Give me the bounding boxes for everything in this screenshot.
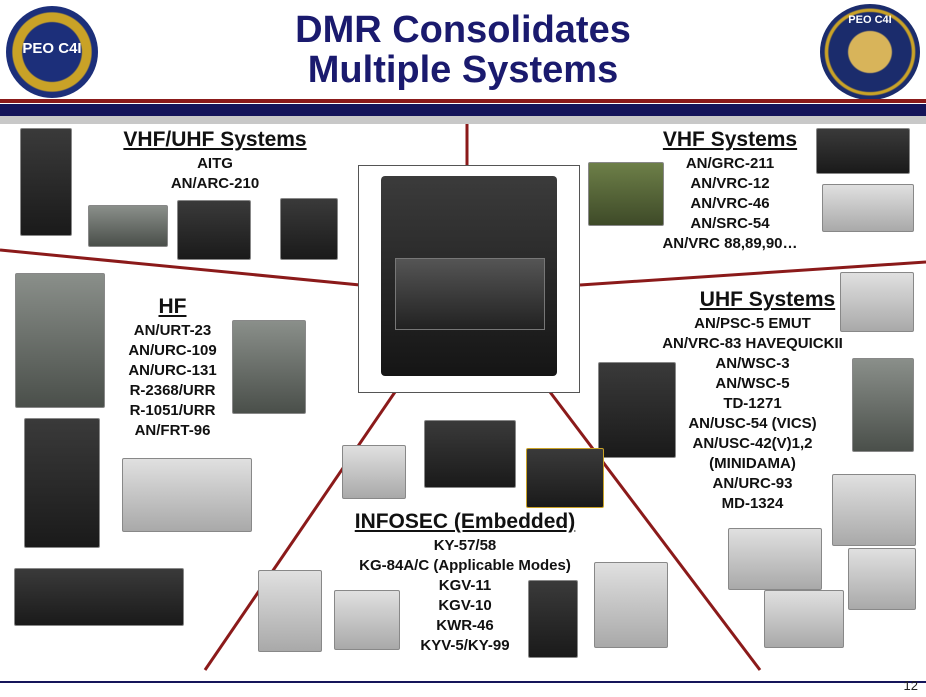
infosec-photo-keyer <box>528 580 578 658</box>
vhf-section: VHF Systems AN/GRC-211 AN/VRC-12 AN/VRC-… <box>640 128 820 254</box>
list-item: KWR-46 <box>436 617 494 634</box>
vhf-uhf-photo-panel <box>177 200 251 260</box>
vhf-uhf-list: AITG AN/ARC-210 <box>100 154 330 194</box>
list-item: AN/USC-54 (VICS) <box>688 415 817 432</box>
uhf-photo-console <box>848 548 916 610</box>
infosec-photo-kg84 <box>334 590 400 650</box>
list-item: AN/WSC-5 <box>715 375 790 392</box>
hf-photo-rack-room <box>232 320 306 414</box>
list-item: AN/URC-109 <box>128 342 217 359</box>
vhf-uhf-heading: VHF/UHF Systems <box>123 128 307 151</box>
list-item: R-1051/URR <box>129 402 216 419</box>
header-band-red <box>0 99 926 103</box>
list-item: KYV-5/KY-99 <box>420 637 510 654</box>
list-item: AN/WSC-3 <box>715 355 790 372</box>
list-item: AN/SRC-54 <box>690 215 770 232</box>
infosec-section: INFOSEC (Embedded) KY-57/58 KG-84A/C (Ap… <box>336 510 594 656</box>
list-item: KGV-11 <box>438 577 492 594</box>
divider-left <box>0 248 361 287</box>
list-item: AN/GRC-211 <box>685 155 775 172</box>
infosec-heading: INFOSEC (Embedded) <box>354 510 576 533</box>
list-item: KY-57/58 <box>433 537 497 554</box>
dmr-front-panel <box>395 258 545 330</box>
vhf-photo-diagram <box>822 184 914 232</box>
hf-heading: HF <box>158 295 187 318</box>
infosec-list: KY-57/58 KG-84A/C (Applicable Modes) KGV… <box>336 536 594 656</box>
list-item: AN/FRT-96 <box>134 422 211 439</box>
hf-section: HF AN/URT-23 AN/URC-109 AN/URC-131 R-236… <box>110 295 235 441</box>
list-item: AN/VRC 88,89,90… <box>662 235 798 252</box>
list-item: AN/USC-42(V)1,2 <box>692 435 813 452</box>
list-item: AN/VRC-83 HAVEQUICKII <box>662 335 843 352</box>
infosec-photo-interior <box>424 420 516 488</box>
dmr-unit <box>381 176 557 376</box>
divider-right <box>579 260 926 287</box>
footer-rule <box>0 681 926 683</box>
logo-left-text: PEO C4I <box>22 40 82 57</box>
page-number: 12 <box>903 678 918 693</box>
vhf-list: AN/GRC-211 AN/VRC-12 AN/VRC-46 AN/SRC-54… <box>640 154 820 254</box>
list-item: AN/PSC-5 EMUT <box>694 315 811 332</box>
header-band-navy <box>0 104 926 116</box>
divider-bottom-left <box>203 391 397 671</box>
uhf-photo-unit-top <box>840 272 914 332</box>
slide-title: DMR Consolidates Multiple Systems <box>0 10 926 90</box>
list-item: AN/URT-23 <box>133 322 212 339</box>
hf-photo-racks <box>15 273 105 408</box>
vhf-photo-manpack <box>588 162 664 226</box>
title-line-1: DMR Consolidates <box>295 9 631 51</box>
list-item: AN/VRC-46 <box>690 195 770 212</box>
divider-bottom-right <box>548 391 762 671</box>
infosec-photo-device <box>342 445 406 499</box>
list-item: R-2368/URR <box>129 382 216 399</box>
vhf-photo-radio <box>816 128 910 174</box>
dmr-center-photo <box>358 165 580 393</box>
hf-photo-equipment-bank <box>122 458 252 532</box>
hf-photo-transceiver <box>14 568 184 626</box>
uhf-heading: UHF Systems <box>699 288 836 311</box>
infosec-photo-schematic <box>258 570 322 652</box>
uhf-list: AN/PSC-5 EMUT AN/VRC-83 HAVEQUICKII AN/W… <box>650 314 855 514</box>
uhf-photo-modem <box>728 528 822 590</box>
list-item: AN/URC-93 <box>712 475 793 492</box>
list-item: KGV-10 <box>438 597 492 614</box>
list-item: AITG <box>197 155 233 172</box>
peo-c4i-logo-right: PEO C4I <box>820 4 920 100</box>
uhf-section: UHF Systems AN/PSC-5 EMUT AN/VRC-83 HAVE… <box>650 288 855 514</box>
uhf-photo-manpack <box>598 362 676 458</box>
vhf-uhf-photo-cards <box>88 205 168 247</box>
vhf-heading: VHF Systems <box>662 128 798 151</box>
list-item: MD-1324 <box>721 495 784 512</box>
vhf-uhf-section: VHF/UHF Systems AITG AN/ARC-210 <box>100 128 330 194</box>
peo-c4i-logo-left: PEO C4I <box>6 6 98 98</box>
list-item: TD-1271 <box>723 395 782 412</box>
uhf-photo-terminal <box>764 590 844 648</box>
hf-photo-cabinet <box>24 418 100 548</box>
vhf-uhf-photo-keypad-radio <box>20 128 72 236</box>
title-line-2: Multiple Systems <box>307 49 619 91</box>
vhf-uhf-photo-rack <box>280 198 338 260</box>
list-item: (MINIDAMA) <box>709 455 796 472</box>
list-item: KG-84A/C (Applicable Modes) <box>359 557 571 574</box>
logo-right-text: PEO C4I <box>848 14 892 26</box>
list-item: AN/ARC-210 <box>170 175 260 192</box>
infosec-photo-crypto-unit <box>526 448 604 508</box>
list-item: AN/URC-131 <box>128 362 217 379</box>
header-band-gray <box>0 116 926 124</box>
infosec-photo-box <box>594 562 668 648</box>
uhf-photo-rack-bank <box>832 474 916 546</box>
uhf-photo-cabinet <box>852 358 914 452</box>
hf-list: AN/URT-23 AN/URC-109 AN/URC-131 R-2368/U… <box>110 321 235 441</box>
list-item: AN/VRC-12 <box>690 175 770 192</box>
